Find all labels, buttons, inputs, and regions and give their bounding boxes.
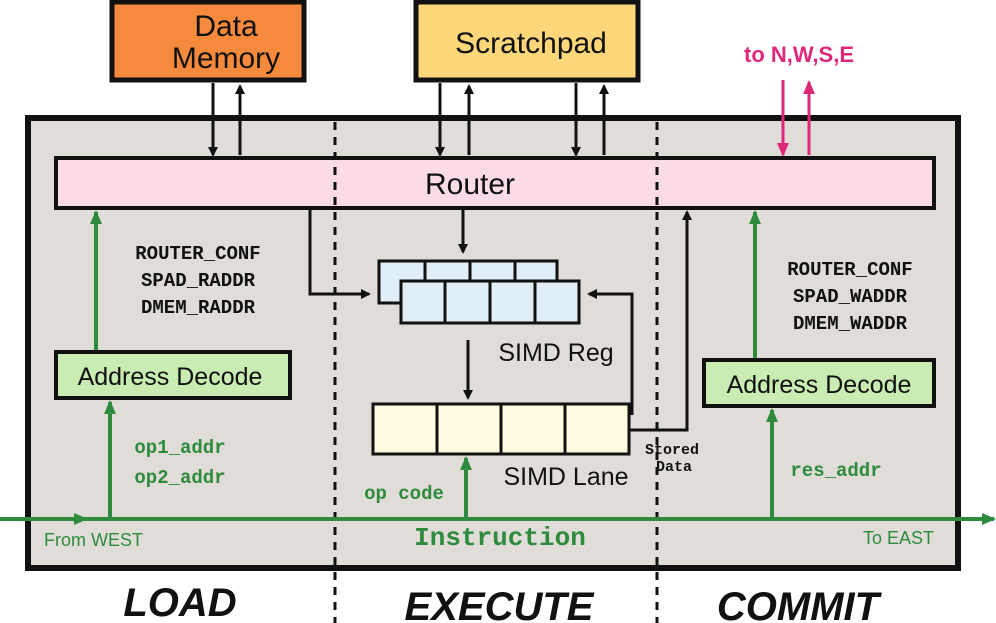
data-memory-label-2: Memory (172, 42, 280, 75)
stored-data-label-2: Data (656, 459, 692, 476)
op2-addr-label: op2_addr (134, 467, 225, 489)
load-signal-2: SPAD_RADDR (141, 270, 256, 292)
simd-reg-label: SIMD Reg (498, 339, 613, 367)
feedback-to-reg-arrow (587, 289, 634, 415)
router-block: Router (54, 156, 936, 210)
stage-load-label: LOAD (123, 581, 236, 623)
commit-signal-list: ROUTER_CONF SPAD_WADDR DMEM_WADDR (787, 259, 912, 335)
op1-addr-label: op1_addr (134, 437, 225, 459)
address-decode-right: Address Decode (702, 358, 936, 408)
commit-signal-3: DMEM_WADDR (793, 313, 908, 335)
neighbors-label: to N,W,S,E (744, 42, 854, 67)
scratchpad-block: Scratchpad (413, 0, 641, 83)
to-east-label: To EAST (863, 528, 934, 548)
stage-commit-label: COMMIT (717, 585, 883, 623)
simd-lane-block: SIMD Lane (371, 402, 631, 491)
simd-reg-block: SIMD Reg (377, 259, 614, 367)
res-addr-label: res_addr (790, 460, 881, 482)
address-decode-left-label: Address Decode (78, 363, 263, 391)
opcode-label: op code (364, 483, 444, 505)
instruction-label: Instruction (414, 523, 586, 553)
router-to-reg-side-arrow (308, 208, 371, 299)
router-label: Router (425, 168, 515, 201)
load-signal-3: DMEM_RADDR (141, 297, 256, 319)
address-decode-left: Address Decode (54, 350, 292, 400)
from-west-label: From WEST (44, 530, 143, 550)
load-signal-list: ROUTER_CONF SPAD_RADDR DMEM_RADDR (135, 243, 260, 319)
simd-lane-label: SIMD Lane (503, 463, 628, 491)
data-memory-block: Data Memory (109, 0, 307, 83)
address-decode-right-label: Address Decode (727, 371, 912, 399)
stored-data-label-1: Stored (645, 442, 699, 459)
simd-reg-front (399, 279, 581, 325)
data-memory-label-1: Data (194, 10, 258, 43)
stage-execute-label: EXECUTE (405, 585, 595, 623)
commit-signal-2: SPAD_WADDR (793, 286, 908, 308)
scratchpad-label: Scratchpad (455, 27, 607, 60)
commit-signal-1: ROUTER_CONF (787, 259, 912, 281)
stored-data-arrow (629, 210, 692, 432)
load-signal-1: ROUTER_CONF (135, 243, 260, 265)
